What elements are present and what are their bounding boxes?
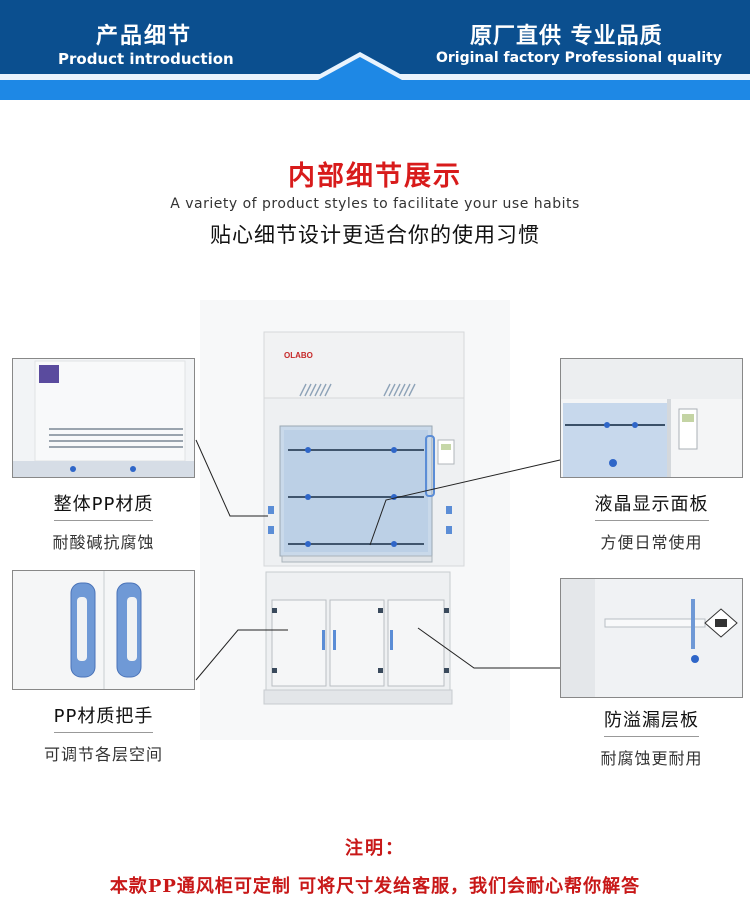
detail-desc-pp-body: 耐酸碱抗腐蚀 <box>52 533 155 552</box>
detail-caption-handles: PP材质把手 可调节各层空间 <box>12 702 195 765</box>
header-banner: 产品细节 Product introduction 原厂直供 专业品质 Orig… <box>0 0 750 100</box>
banner-title-left: 产品细节 <box>96 24 193 49</box>
detail-image-handles <box>12 570 195 690</box>
banner-subtitle-right: Original factory Professional quality <box>436 50 722 66</box>
detail-caption-shelf: 防溢漏层板 耐腐蚀更耐用 <box>560 706 743 769</box>
section-subtitle-cn: 贴心细节设计更适合你的使用习惯 <box>210 223 540 247</box>
detail-desc-shelf: 耐腐蚀更耐用 <box>600 749 703 768</box>
section-subtitle-en: A variety of product styles to facilitat… <box>170 196 580 212</box>
detail-desc-lcd-panel: 方便日常使用 <box>600 533 703 552</box>
detail-title-shelf: 防溢漏层板 <box>604 706 699 737</box>
note-text: 本款PP通风柜可定制 可将尺寸发给客服，我们会耐心帮你解答 <box>109 876 641 897</box>
detail-image-lcd-panel <box>560 358 743 478</box>
banner-title-right: 原厂直供 专业品质 <box>470 24 663 49</box>
detail-image-pp-body <box>12 358 195 478</box>
detail-title-handles: PP材质把手 <box>53 702 154 733</box>
detail-caption-lcd-panel: 液晶显示面板 方便日常使用 <box>560 490 743 553</box>
brand-label: OLABO <box>284 351 313 360</box>
banner-subtitle-left: Product introduction <box>58 50 234 68</box>
detail-title-pp-body: 整体PP材质 <box>53 490 154 521</box>
detail-image-shelf <box>560 578 743 698</box>
fume-hood-image: OLABO <box>200 300 510 740</box>
detail-title-lcd-panel: 液晶显示面板 <box>594 490 709 521</box>
banner-background <box>0 0 750 100</box>
section-title: 内部细节展示 <box>288 161 462 192</box>
detail-desc-handles: 可调节各层空间 <box>43 745 163 764</box>
note-title: 注明： <box>345 838 405 859</box>
detail-caption-pp-body: 整体PP材质 耐酸碱抗腐蚀 <box>12 490 195 553</box>
